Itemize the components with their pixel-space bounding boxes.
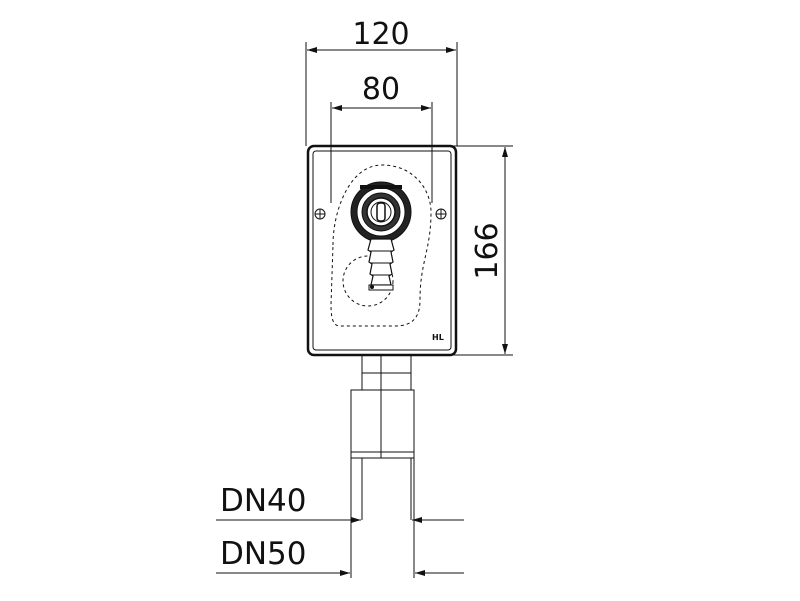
- dimension-dn40: DN40: [216, 483, 464, 523]
- hose-nozzle: [367, 238, 395, 291]
- hidden-chamber-outline: [330, 164, 432, 327]
- dimension-label-120: 120: [352, 17, 409, 52]
- screw-icon: [314, 208, 326, 220]
- dimension-opening-width: 80: [330, 72, 433, 203]
- dimension-label-166: 166: [470, 222, 505, 279]
- dimension-label-dn40: DN40: [220, 483, 307, 519]
- valve-connector: [350, 181, 412, 243]
- brand-logo: HL: [432, 333, 444, 342]
- outlet-pipe: [350, 354, 415, 578]
- dimension-dn50: DN50: [216, 536, 464, 576]
- dimension-overall-width: 120: [305, 17, 458, 146]
- dimension-label-80: 80: [362, 72, 400, 107]
- screw-icon: [435, 208, 447, 220]
- hidden-trap-circle: [342, 255, 394, 307]
- dimension-label-dn50: DN50: [220, 536, 307, 572]
- dimension-overall-height: 166: [452, 145, 513, 356]
